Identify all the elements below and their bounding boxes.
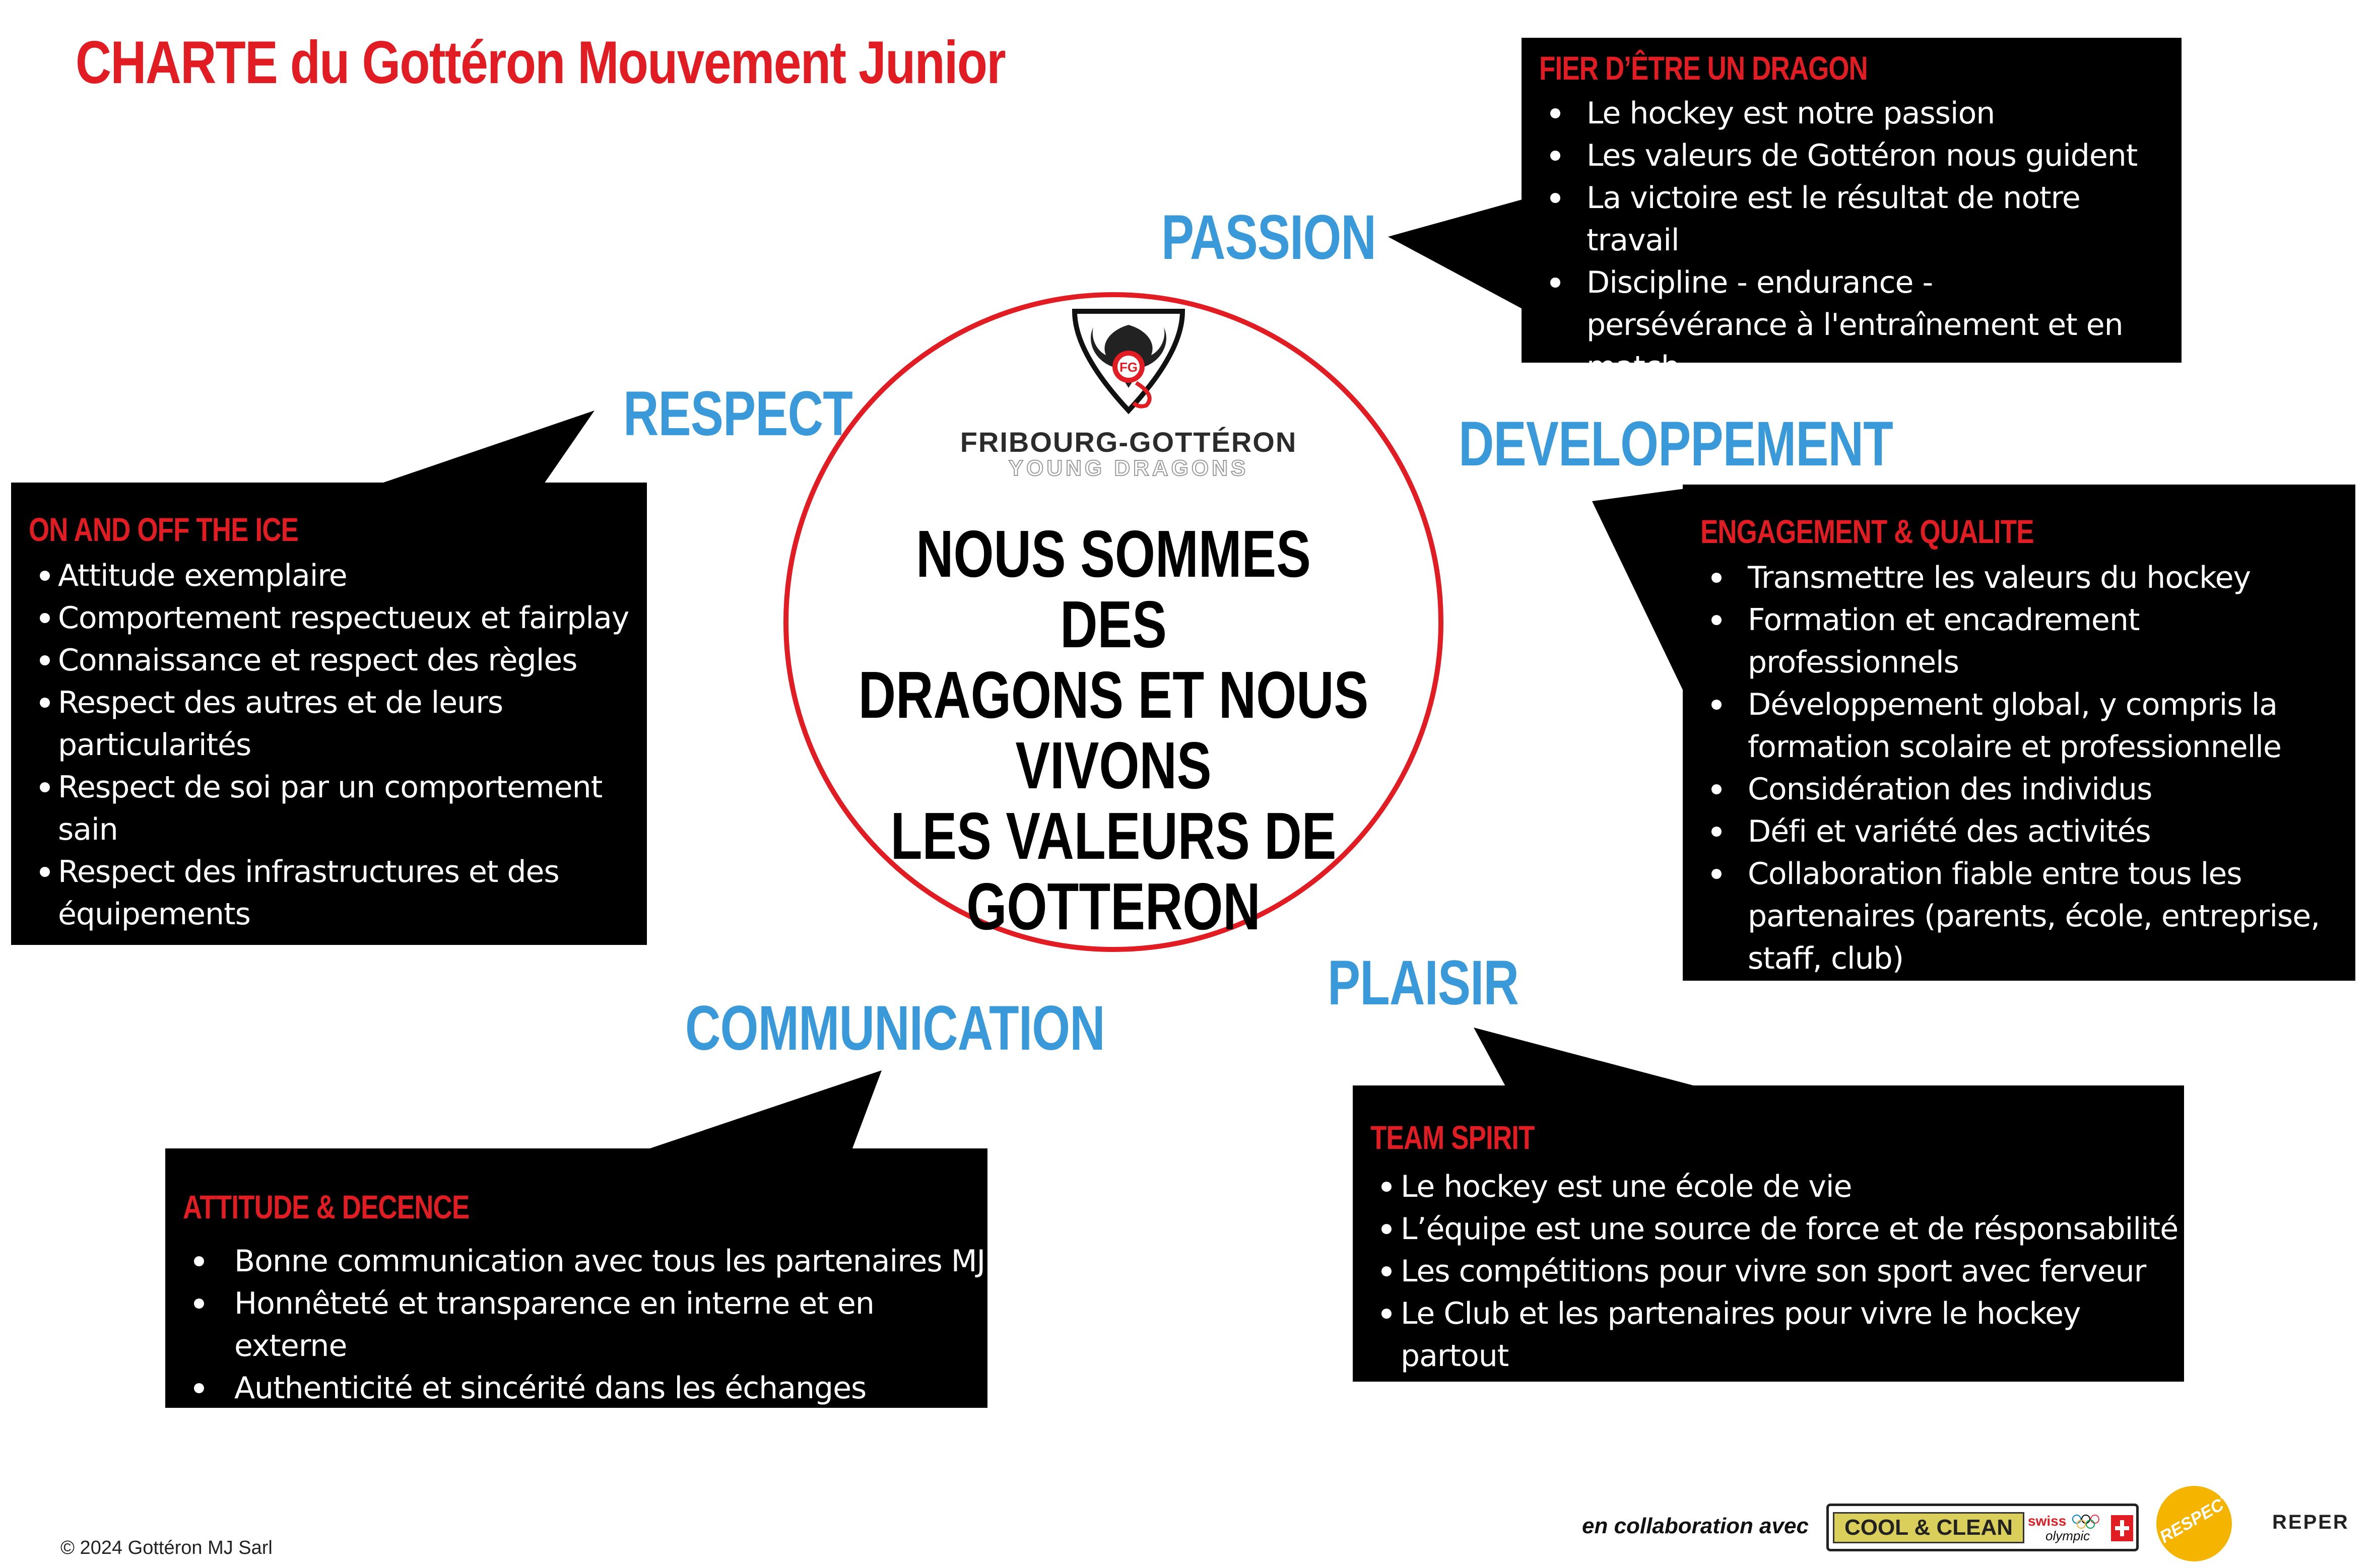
list-item: Le hockey est une école de vie <box>1370 1166 2184 1208</box>
list-item: Collaboration fiable entre tous les part… <box>1700 853 2332 980</box>
list-item: Les compétitions pour vivre son sport av… <box>1370 1250 2184 1292</box>
box-communication: ATTITUDE & DECENCE Bonne communication a… <box>165 1148 987 1408</box>
list-item: Développement global, y compris la forma… <box>1700 684 2302 768</box>
list-item: Transmettre les valeurs du hockey <box>1700 557 2342 599</box>
center-slogan: NOUS SOMMES DES DRAGONS ET NOUS VIVONS L… <box>783 519 1443 942</box>
partner-coolclean-swissolympic: COOL & CLEAN swiss olympic <box>1826 1504 2139 1551</box>
list-item: Authenticité et sincérité dans les échan… <box>183 1367 987 1409</box>
list-item: Considération des individus <box>1700 768 2342 810</box>
respect-logo-text: RESPECT <box>2156 1489 2232 1547</box>
value-developpement: DEVELOPPEMENT <box>1459 409 1893 479</box>
list-item: Honnêteté et transparence en interne et … <box>183 1282 987 1367</box>
page-title: CHARTE du Gottéron Mouvement Junior <box>76 29 1006 96</box>
box-heading: ENGAGEMENT & QUALITE <box>1700 513 2034 550</box>
list-item: Défi et variété des activités <box>1700 810 2342 853</box>
list-item: Connaissance et respect des règles <box>29 639 622 681</box>
pointer-developpement <box>1592 489 1685 695</box>
list-item: Le Club et les partenaires pour vivre le… <box>1370 1292 2184 1377</box>
list-item: Respect de soi par un comportement sain <box>29 766 642 851</box>
list-item: Attitude exemplaire <box>29 555 622 597</box>
olympic-text: olympic <box>2045 1528 2090 1543</box>
list-item: Discipline - endurance - persévérance à … <box>1539 261 2141 388</box>
slogan-line: NOUS SOMMES DES <box>916 517 1311 661</box>
list-item: L’équipe est une source de force et de r… <box>1370 1208 2184 1250</box>
box-heading: ATTITUDE & DECENCE <box>183 1188 470 1225</box>
box-respect: ON AND OFF THE ICE Attitude exemplaire C… <box>11 483 647 945</box>
olympic-rings-icon <box>2072 1515 2099 1529</box>
value-respect: RESPECT <box>623 379 853 449</box>
box-heading: TEAM SPIRIT <box>1370 1119 1535 1156</box>
dragon-shield-logo: FG <box>1072 309 1185 415</box>
center-circle <box>783 292 1443 952</box>
coolclean-logo: COOL & CLEAN <box>1833 1512 2024 1543</box>
list-item: Respect des infrastructures et des équip… <box>29 851 562 935</box>
list-item: Les valeurs de Gottéron nous guident <box>1539 134 2182 177</box>
copyright: © 2024 Gottéron MJ Sarl <box>60 1537 273 1558</box>
pointer-communication <box>642 1070 882 1151</box>
slogan-line: DRAGONS ET NOUS VIVONS <box>858 658 1369 802</box>
box-developpement: ENGAGEMENT & QUALITE Transmettre les val… <box>1683 485 2355 981</box>
list-item: La victoire est le résultat de notre tra… <box>1539 177 2182 261</box>
box-plaisir: TEAM SPIRIT Le hockey est une école de v… <box>1353 1085 2184 1382</box>
logo-mark: FG <box>1119 360 1138 375</box>
reper-logo: REPER <box>2272 1511 2349 1533</box>
pointer-plaisir <box>1474 1028 1703 1088</box>
box-heading: FIER D’ÊTRE UN DRAGON <box>1539 49 1868 87</box>
pointer-passion <box>1388 199 1524 310</box>
swiss-text: swiss <box>2028 1513 2067 1529</box>
pointer-respect <box>380 411 595 484</box>
value-communication: COMMUNICATION <box>685 993 1105 1063</box>
logo-name: FRIBOURG-GOTTÉRON <box>960 426 1297 458</box>
box-heading: ON AND OFF THE ICE <box>29 511 299 548</box>
list-item: Bonne communication avec tous les parten… <box>183 1240 987 1282</box>
collaboration-label: en collaboration avec <box>1582 1514 1809 1538</box>
list-item: Comportement respectueux et fairplay <box>29 597 632 639</box>
list-item: Le hockey est notre passion <box>1539 92 2182 134</box>
value-passion: PASSION <box>1161 202 1376 272</box>
slogan-line: LES VALEURS DE GOTTERON <box>890 799 1337 943</box>
respect-logo: RESPECT <box>2156 1486 2232 1561</box>
logo-subtitle: YOUNG DRAGONS <box>1008 455 1249 481</box>
list-item: Formation et encadrement professionnels <box>1700 599 2352 684</box>
swiss-cross-icon <box>2111 1515 2133 1541</box>
list-item: Respect des autres et de leurs particula… <box>29 681 511 766</box>
box-passion: FIER D’ÊTRE UN DRAGON Le hockey est notr… <box>1522 38 2182 385</box>
value-plaisir: PLAISIR <box>1328 948 1519 1018</box>
